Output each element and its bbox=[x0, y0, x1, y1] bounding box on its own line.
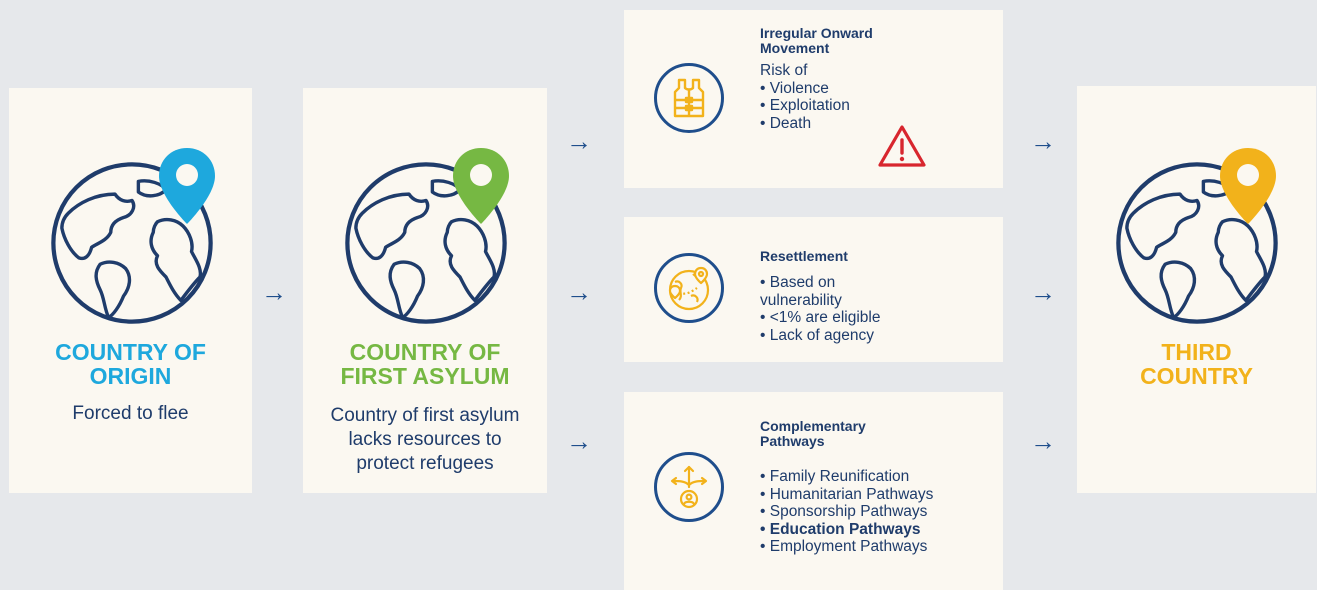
third-title: THIRD COUNTRY bbox=[1140, 339, 1253, 389]
origin-title: COUNTRY OF ORIGIN bbox=[55, 339, 206, 389]
list-item: • Sponsorship Pathways bbox=[760, 503, 928, 520]
asylum-subtitle: Country of first asylum lacks resources … bbox=[330, 405, 520, 474]
arrow-asylum-to-irregular: → bbox=[566, 126, 592, 156]
icon-circle bbox=[654, 253, 724, 323]
location-pin-icon bbox=[159, 148, 215, 224]
complementary-body: • Family Reunification • Humanitarian Pa… bbox=[760, 468, 933, 556]
location-pin-icon bbox=[1220, 148, 1276, 224]
list-item: • Death bbox=[760, 114, 812, 132]
icon-circle bbox=[654, 63, 724, 133]
resettlement-title: Resettlement bbox=[760, 248, 848, 264]
asylum-card: COUNTRY OF FIRST ASYLUM Country of first… bbox=[303, 88, 547, 493]
complementary-pathways-card: Complementary Pathways • Family Reunific… bbox=[624, 392, 1003, 590]
irregular-body: Risk of • Violence • Exploitation • Deat… bbox=[760, 62, 850, 132]
resettlement-card: Resettlement • Based on vulnerability • … bbox=[624, 217, 1003, 362]
warning-icon bbox=[878, 125, 926, 167]
icon-circle bbox=[654, 452, 724, 522]
list-item: • Employment Pathways bbox=[760, 538, 928, 555]
third-country-card: THIRD COUNTRY bbox=[1077, 86, 1316, 493]
origin-card: COUNTRY OF ORIGIN Forced to flee bbox=[9, 88, 252, 493]
list-item-highlighted: • Education Pathways bbox=[760, 520, 921, 538]
list-item: • Violence bbox=[760, 79, 829, 97]
person-crossroads-icon bbox=[670, 465, 708, 509]
resettlement-body: • Based on vulnerability • <1% are eligi… bbox=[760, 274, 880, 344]
arrow-irregular-to-third: → bbox=[1030, 126, 1056, 156]
arrow-asylum-to-resettlement: → bbox=[566, 277, 592, 307]
origin-subtitle: Forced to flee bbox=[72, 403, 189, 424]
globe-route-icon bbox=[668, 266, 710, 311]
list-item: • Exploitation bbox=[760, 97, 850, 114]
list-item: • Family Reunification bbox=[760, 468, 910, 485]
list-item: • Humanitarian Pathways bbox=[760, 485, 934, 503]
list-item: • Based on bbox=[760, 274, 836, 291]
life-vest-icon bbox=[673, 78, 705, 118]
arrow-complementary-to-third: → bbox=[1030, 426, 1056, 456]
irregular-intro: Risk of bbox=[760, 62, 808, 79]
complementary-title: Complementary Pathways bbox=[760, 418, 866, 449]
irregular-title: Irregular Onward Movement bbox=[760, 25, 873, 56]
location-pin-icon bbox=[453, 148, 509, 224]
arrow-origin-to-asylum: → bbox=[261, 277, 287, 307]
list-item: • <1% are eligible bbox=[760, 309, 881, 326]
list-item: • Lack of agency bbox=[760, 326, 874, 344]
arrow-asylum-to-complementary: → bbox=[566, 426, 592, 456]
irregular-movement-card: Irregular Onward Movement Risk of • Viol… bbox=[624, 10, 1003, 188]
arrow-resettlement-to-third: → bbox=[1030, 277, 1056, 307]
asylum-title: COUNTRY OF FIRST ASYLUM bbox=[340, 339, 510, 389]
list-item: vulnerability bbox=[760, 291, 842, 309]
